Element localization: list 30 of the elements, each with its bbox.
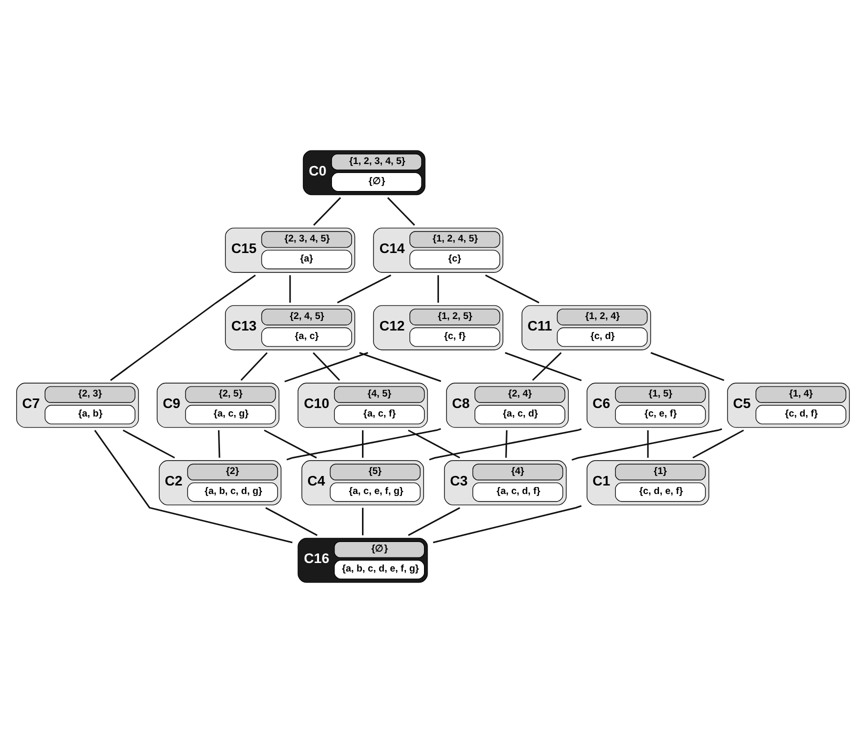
connector (650, 352, 724, 382)
connector (505, 430, 508, 458)
connector (432, 505, 582, 544)
connector (240, 352, 268, 381)
connector (110, 274, 256, 381)
connector (504, 352, 582, 382)
connector (408, 507, 460, 536)
connector (264, 430, 317, 458)
connector (437, 275, 439, 303)
connector (647, 430, 649, 458)
connector (572, 428, 722, 461)
connector (387, 197, 416, 226)
connector (359, 352, 442, 382)
connector (312, 352, 340, 381)
connector (218, 430, 220, 458)
connector (362, 430, 364, 458)
connector (692, 430, 744, 458)
connector (265, 507, 318, 536)
connector (286, 428, 442, 460)
connector (284, 352, 368, 382)
connector (122, 430, 175, 458)
connector (532, 352, 562, 381)
connector (313, 197, 342, 226)
connector (429, 428, 582, 460)
connector (408, 430, 460, 458)
connector (362, 508, 364, 536)
connector (485, 274, 540, 304)
connector (94, 430, 293, 544)
connector (337, 274, 392, 304)
connector (289, 275, 291, 303)
